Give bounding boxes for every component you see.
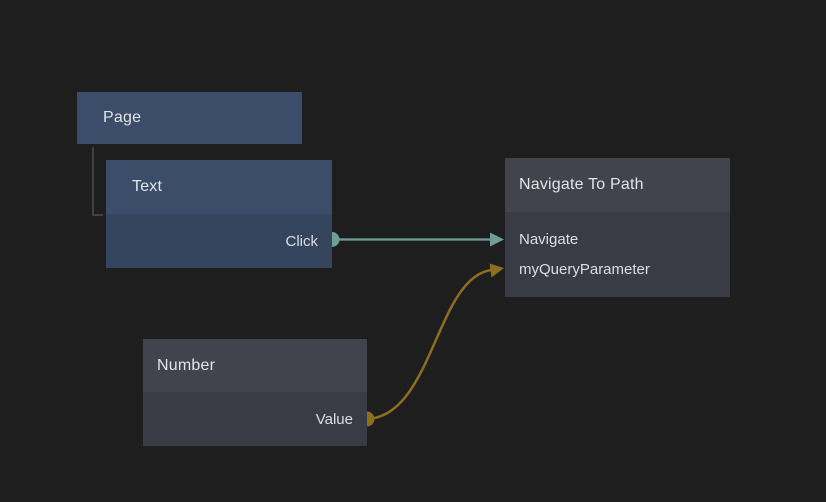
node-page-header[interactable]: Page xyxy=(77,92,302,144)
node-navigate-body: Navigate myQueryParameter xyxy=(505,212,730,297)
node-text-body: Click xyxy=(106,214,332,268)
node-number[interactable]: Number Value xyxy=(143,339,367,446)
node-text-title: Text xyxy=(132,178,163,195)
port-click-label: Click xyxy=(285,232,319,250)
port-click-output[interactable]: Click xyxy=(106,214,332,268)
node-navigate-header[interactable]: Navigate To Path xyxy=(505,158,730,212)
node-text-header[interactable]: Text xyxy=(106,160,332,214)
wire-click-arrowhead xyxy=(490,232,504,247)
port-navigate-input[interactable]: Navigate xyxy=(505,224,730,254)
node-number-header[interactable]: Number xyxy=(143,339,367,392)
port-navigate-label: Navigate xyxy=(519,230,579,248)
port-myqueryparameter-input[interactable]: myQueryParameter xyxy=(505,254,730,284)
node-number-body: Value xyxy=(143,392,367,446)
port-value-output[interactable]: Value xyxy=(143,392,367,446)
node-page[interactable]: Page xyxy=(77,92,302,144)
port-value-label: Value xyxy=(315,410,353,428)
node-number-title: Number xyxy=(157,356,216,374)
wire-value-arrowhead xyxy=(489,263,504,278)
node-navigate-to-path[interactable]: Navigate To Path Navigate myQueryParamet… xyxy=(505,158,730,297)
node-text[interactable]: Text Click xyxy=(106,160,332,268)
hierarchy-line-page-text xyxy=(92,147,103,216)
node-navigate-title: Navigate To Path xyxy=(519,176,644,193)
node-page-title: Page xyxy=(103,109,142,126)
port-myqueryparameter-label: myQueryParameter xyxy=(519,260,650,278)
wire-value-to-queryparam[interactable] xyxy=(366,268,492,421)
